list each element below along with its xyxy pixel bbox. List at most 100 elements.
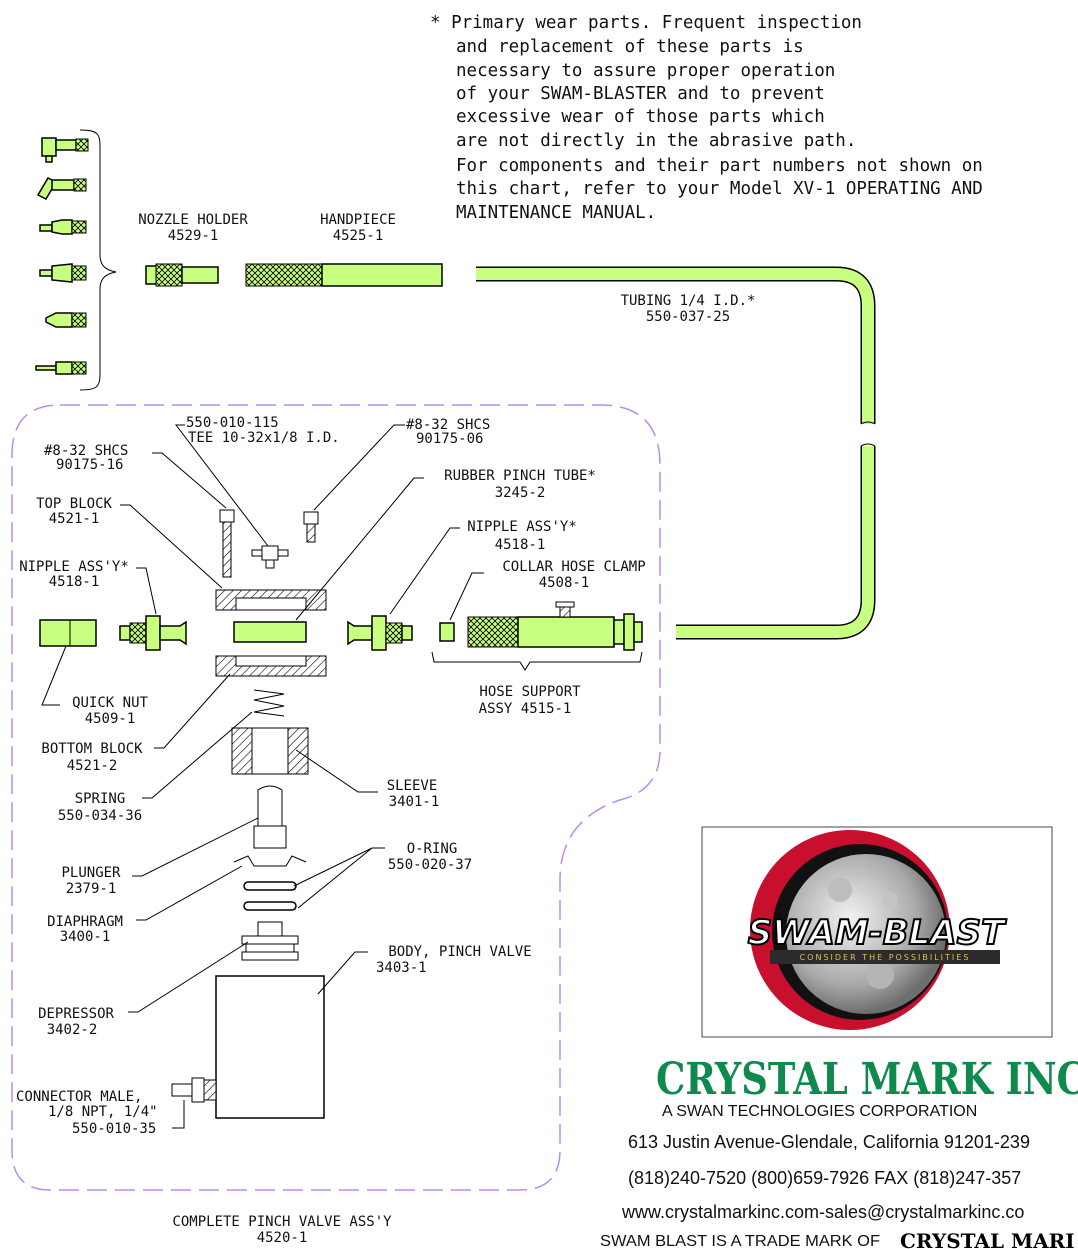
hose-support-label: HOSE SUPPORT <box>479 684 581 700</box>
shcs-short-screw[interactable] <box>303 511 319 543</box>
tubing[interactable] <box>476 266 876 640</box>
o-ring[interactable] <box>243 881 297 891</box>
rubber-pinch-tube[interactable] <box>233 621 307 643</box>
spring-number: 550-034-36 <box>58 808 142 824</box>
collar-hose-clamp[interactable] <box>439 622 455 642</box>
nozzle-holder-label: NOZZLE HOLDER <box>138 212 248 228</box>
nozzle-brace <box>79 129 117 391</box>
o-ring[interactable] <box>243 901 297 911</box>
shcs-16-number: 90175-16 <box>56 457 123 473</box>
shcs-16-label: #8-32 SHCS <box>44 443 128 459</box>
shcs-06-label: #8-32 SHCS <box>406 417 490 433</box>
hose-support-number: ASSY 4515-1 <box>479 701 572 717</box>
diaphragm-label: DIAPHRAGM <box>47 914 123 930</box>
tubing-number: 550-037-25 <box>646 309 730 325</box>
nozzle-conical[interactable] <box>45 312 87 328</box>
pinch-valve-assembly-outline <box>11 404 661 1191</box>
tee-label: TEE 10-32x1/8 I.D. <box>188 430 340 446</box>
nozzle-straight[interactable] <box>39 219 87 235</box>
nipple-left-label: NIPPLE ASS'Y* <box>19 559 129 575</box>
trademark-brand: CRYSTAL MARI <box>900 1229 1075 1249</box>
tubing-label: TUBING 1/4 I.D.* <box>621 293 756 309</box>
nozzle-holder[interactable] <box>145 263 219 287</box>
logo-text: SWAM-BLAST <box>748 913 1007 953</box>
collar-hose-clamp-number: 4508-1 <box>539 575 590 591</box>
sleeve-number: 3401-1 <box>389 794 440 810</box>
diaphragm-number: 3400-1 <box>60 929 111 945</box>
nozzle-set <box>35 129 117 391</box>
company-address: 613 Justin Avenue-Glendale, California 9… <box>628 1132 1030 1152</box>
nozzle-right-angle[interactable] <box>41 137 89 163</box>
plunger[interactable] <box>253 785 287 849</box>
spring[interactable] <box>253 689 285 717</box>
note-line: this chart, refer to your Model XV-1 OPE… <box>456 179 983 199</box>
o-ring-number: 550-020-37 <box>388 857 472 873</box>
sleeve-label: SLEEVE <box>387 778 438 794</box>
note-line: MAINTENANCE MANUAL. <box>456 203 656 223</box>
nipple-right-label: NIPPLE ASS'Y* <box>467 519 577 535</box>
hose-support-assembly[interactable] <box>467 601 643 651</box>
depressor-label: DEPRESSOR <box>38 1006 114 1022</box>
company-phone: (818)240-7520 (800)659-7926 FAX (818)247… <box>628 1168 1021 1188</box>
body-label: BODY, PINCH VALVE <box>388 944 531 960</box>
trademark-text: SWAM BLAST IS A TRADE MARK OF <box>600 1233 880 1249</box>
handpiece[interactable] <box>245 263 443 287</box>
spring-label: SPRING <box>75 791 126 807</box>
top-block-number: 4521-1 <box>49 511 100 527</box>
tee-number: 550-010-115 <box>186 415 279 431</box>
collar-hose-clamp-label: COLLAR HOSE CLAMP <box>502 559 645 575</box>
shcs-long-screw[interactable] <box>219 509 235 578</box>
note-line: and replacement of these parts is <box>456 37 804 57</box>
pinch-valve-body[interactable] <box>215 975 325 1119</box>
connector-label-1: CONNECTOR MALE, <box>16 1089 142 1105</box>
top-block[interactable] <box>215 589 327 611</box>
connector-number: 550-010-35 <box>72 1121 156 1137</box>
nozzle-needle[interactable] <box>35 361 87 375</box>
note-line: of your SWAM-BLASTER and to prevent <box>456 84 825 104</box>
tee-fitting[interactable] <box>251 545 289 569</box>
connector-male[interactable] <box>171 1077 217 1103</box>
nipple-right-number: 4518-1 <box>495 537 546 553</box>
quick-nut-number: 4509-1 <box>85 711 136 727</box>
bottom-block-number: 4521-2 <box>67 758 118 774</box>
body-number: 3403-1 <box>376 960 427 976</box>
connector-label-2: 1/8 NPT, 1/4" <box>48 1104 158 1120</box>
top-block-label: TOP BLOCK <box>36 496 112 512</box>
o-ring-label: O-RING <box>407 841 458 857</box>
bottom-block[interactable] <box>215 655 327 677</box>
pinch-valve-label: COMPLETE PINCH VALVE ASS'Y <box>172 1214 392 1230</box>
pinch-valve-number: 4520-1 <box>257 1230 308 1246</box>
logo-tagline: CONSIDER THE POSSIBILITIES <box>800 953 971 962</box>
nozzle-tapered[interactable] <box>39 263 87 283</box>
leader-lines <box>41 424 484 1129</box>
plunger-label: PLUNGER <box>61 865 121 881</box>
handpiece-label: HANDPIECE <box>320 212 396 228</box>
company-name: CRYSTAL MARK INC <box>656 1054 1078 1105</box>
bottom-block-label: BOTTOM BLOCK <box>41 741 143 757</box>
note-line: For components and their part numbers no… <box>456 156 983 176</box>
wear-parts-note: * Primary wear parts. Frequent inspectio… <box>430 13 983 223</box>
shcs-06-number: 90175-06 <box>416 431 483 447</box>
rubber-pinch-tube-label: RUBBER PINCH TUBE* <box>444 468 596 484</box>
sleeve[interactable] <box>231 727 309 775</box>
handpiece-number: 4525-1 <box>333 228 384 244</box>
company-subtitle: A SWAN TECHNOLOGIES CORPORATION <box>662 1103 977 1120</box>
nipple-assembly-left[interactable] <box>119 615 187 651</box>
note-line: necessary to assure proper operation <box>456 61 835 81</box>
note-line: are not directly in the abrasive path. <box>456 131 856 151</box>
company-block: CRYSTAL MARK INC A SWAN TECHNOLOGIES COR… <box>600 1054 1078 1249</box>
nozzle-holder-number: 4529-1 <box>168 228 219 244</box>
nipple-assembly-right[interactable] <box>347 615 413 651</box>
note-line: excessive wear of those parts which <box>456 107 825 127</box>
note-line: * Primary wear parts. Frequent inspectio… <box>430 13 862 33</box>
hose-support-brace <box>431 651 643 671</box>
depressor-number: 3402-2 <box>47 1022 98 1038</box>
quick-nut[interactable] <box>39 619 97 647</box>
plunger-number: 2379-1 <box>66 881 117 897</box>
rubber-pinch-tube-number: 3245-2 <box>495 485 546 501</box>
depressor[interactable] <box>241 921 299 961</box>
diaphragm[interactable] <box>233 855 307 867</box>
nozzle-angled[interactable] <box>36 177 87 200</box>
company-web: www.crystalmarkinc.com-sales@crystalmark… <box>621 1202 1024 1222</box>
